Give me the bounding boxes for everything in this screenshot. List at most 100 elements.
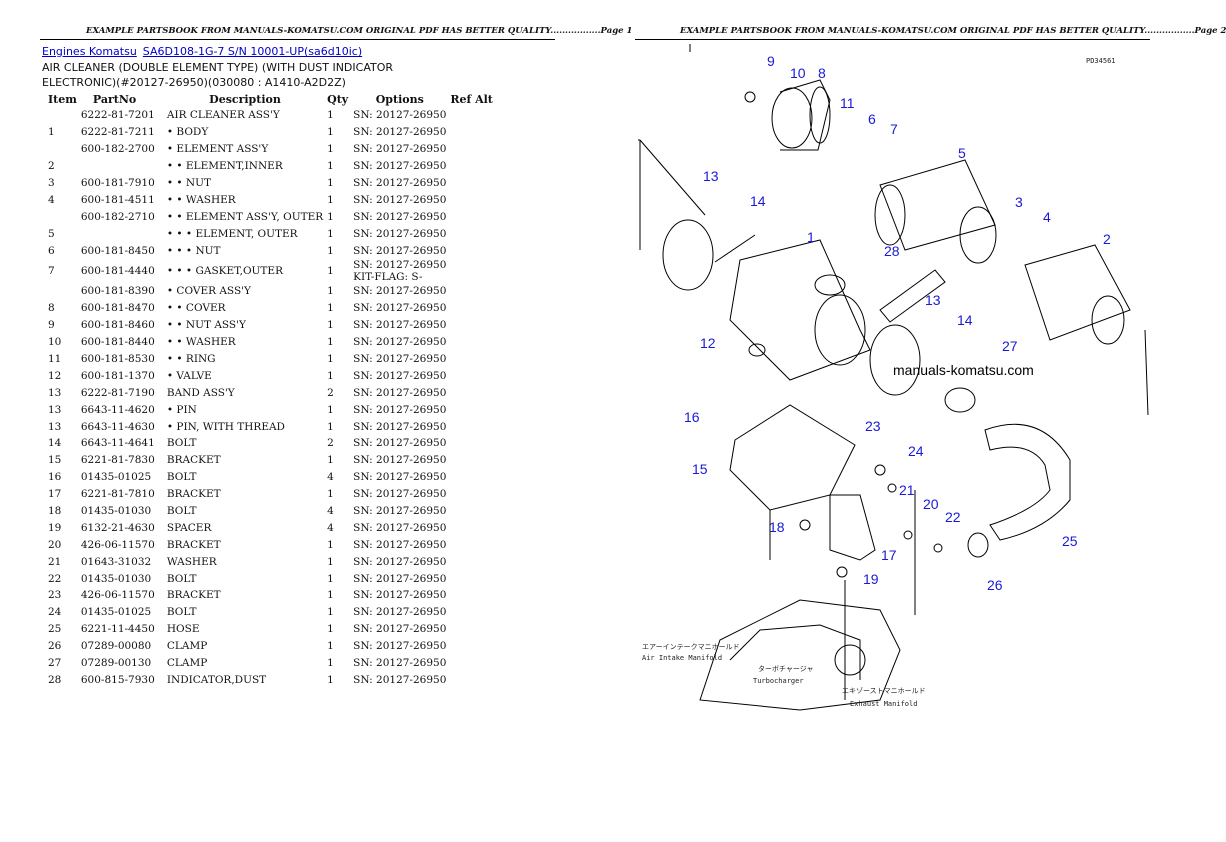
turbo-jp-label: ターボチャージャ bbox=[758, 664, 813, 673]
cell-options: SN: 20127-26950 bbox=[353, 555, 447, 568]
callout-6: 6 bbox=[868, 111, 876, 127]
cell-qty: 1 bbox=[327, 589, 334, 602]
breadcrumb-link-model[interactable]: SA6D108-1G-7 S/N 10001-UP(sa6d10ic) bbox=[142, 45, 363, 58]
cell-partno: 426-06-11570 bbox=[80, 589, 155, 602]
cell-description: BOLT bbox=[166, 572, 197, 585]
cell-item: 15 bbox=[48, 454, 62, 467]
cell-options: SN: 20127-26950 bbox=[353, 606, 447, 619]
cell-options: SN: 20127-26950 KIT-FLAG: S- bbox=[353, 259, 447, 284]
cell-partno: 600-181-4511 bbox=[80, 193, 155, 206]
cell-options: SN: 20127-26950 bbox=[353, 488, 447, 501]
cell-partno: 600-181-8470 bbox=[80, 302, 155, 315]
cell-qty: 1 bbox=[327, 265, 334, 278]
cell-description: • • WASHER bbox=[166, 193, 236, 206]
cell-partno: 01435-01030 bbox=[80, 572, 152, 585]
cell-description: • • • NUT bbox=[166, 244, 221, 257]
cell-partno: 6222-81-7190 bbox=[80, 386, 155, 399]
cell-qty: 2 bbox=[327, 386, 334, 399]
col-header-options: Options bbox=[375, 92, 424, 106]
cell-description: • VALVE bbox=[166, 369, 212, 382]
callout-13b: 13 bbox=[925, 292, 941, 308]
cell-item: 16 bbox=[48, 471, 62, 484]
cell-qty: 1 bbox=[327, 285, 334, 298]
cell-partno: 6221-81-7830 bbox=[80, 454, 155, 467]
cell-description: • • RING bbox=[166, 353, 216, 366]
cell-options: SN: 20127-26950 bbox=[353, 353, 447, 366]
cell-partno: 426-06-11570 bbox=[80, 538, 155, 551]
engine-labels: エアーインテークマニホールド Air Intake Manifold ターボチャ… bbox=[642, 643, 926, 708]
col-header-description: Description bbox=[209, 92, 281, 106]
cell-options: SN: 20127-26950 bbox=[353, 160, 447, 173]
cell-partno: 600-182-2710 bbox=[80, 210, 155, 223]
cell-item: 27 bbox=[48, 657, 62, 670]
cell-description: BOLT bbox=[166, 505, 197, 518]
parts-table: Item PartNo Description Qty Options Ref … bbox=[42, 91, 495, 688]
cell-qty: 1 bbox=[327, 538, 334, 551]
col-header-qty: Qty bbox=[327, 92, 349, 106]
cell-description: • • • ELEMENT, OUTER bbox=[166, 227, 298, 240]
cell-partno: 01435-01025 bbox=[80, 471, 152, 484]
cell-options: SN: 20127-26950 bbox=[353, 336, 447, 349]
page-2: EXAMPLE PARTSBOOK FROM MANUALS-KOMATSU.C… bbox=[595, 0, 1226, 842]
cell-options: SN: 20127-26950 bbox=[353, 505, 447, 518]
cell-qty: 1 bbox=[327, 640, 334, 653]
cell-partno: 01435-01030 bbox=[80, 505, 152, 518]
cell-description: AIR CLEANER ASS'Y bbox=[166, 109, 280, 122]
cell-item: 13 bbox=[48, 420, 62, 433]
page-header-left: EXAMPLE PARTSBOOK FROM MANUALS-KOMATSU.C… bbox=[86, 26, 633, 36]
cell-options: SN: 20127-26950 bbox=[353, 386, 447, 399]
cell-options: SN: 20127-26950 bbox=[353, 471, 447, 484]
cell-qty: 1 bbox=[327, 673, 334, 686]
callout-18: 18 bbox=[769, 519, 785, 535]
callout-15: 15 bbox=[692, 461, 708, 477]
cell-item: 11 bbox=[48, 353, 62, 366]
cell-qty: 1 bbox=[327, 606, 334, 619]
cell-item: 21 bbox=[48, 555, 62, 568]
breadcrumb-link-engines[interactable]: Engines Komatsu bbox=[42, 45, 137, 58]
cell-item: 7 bbox=[48, 265, 55, 278]
cell-qty: 1 bbox=[327, 160, 334, 173]
callout-22: 22 bbox=[945, 509, 961, 525]
callout-14b: 14 bbox=[957, 312, 973, 328]
cell-qty: 1 bbox=[327, 420, 334, 433]
cell-partno: 600-815-7930 bbox=[80, 673, 155, 686]
cell-item: 26 bbox=[48, 640, 62, 653]
cell-item: 2 bbox=[48, 160, 55, 173]
cell-partno: 07289-00130 bbox=[80, 657, 152, 670]
cell-options: SN: 20127-26950 bbox=[353, 454, 447, 467]
cell-description: • PIN bbox=[166, 403, 197, 416]
table-row: 11 600-181-8530 • • RING 1 SN: 20127-26950 bbox=[42, 351, 495, 368]
cell-partno: 600-181-8530 bbox=[80, 353, 155, 366]
cell-options: SN: 20127-26950 bbox=[353, 657, 447, 670]
cell-partno: 600-182-2700 bbox=[80, 143, 155, 156]
cell-description: BRACKET bbox=[166, 589, 221, 602]
callout-1: 1 bbox=[807, 229, 815, 245]
cell-options: SN: 20127-26950 bbox=[353, 210, 447, 223]
cell-qty: 1 bbox=[327, 572, 334, 585]
cell-options: SN: 20127-26950 bbox=[353, 285, 447, 298]
cell-qty: 1 bbox=[327, 319, 334, 332]
header-rule-left bbox=[40, 39, 555, 40]
callout-16: 16 bbox=[684, 409, 700, 425]
cell-qty: 1 bbox=[327, 353, 334, 366]
cell-qty: 1 bbox=[327, 454, 334, 467]
col-header-item: Item bbox=[48, 92, 77, 106]
cell-partno: 01435-01025 bbox=[80, 606, 152, 619]
callout-10: 10 bbox=[790, 65, 806, 81]
cell-description: • • ELEMENT ASS'Y, OUTER bbox=[166, 210, 324, 223]
cell-partno: 01643-31032 bbox=[80, 555, 152, 568]
callout-4: 4 bbox=[1043, 209, 1051, 225]
cell-description: BRACKET bbox=[166, 488, 221, 501]
